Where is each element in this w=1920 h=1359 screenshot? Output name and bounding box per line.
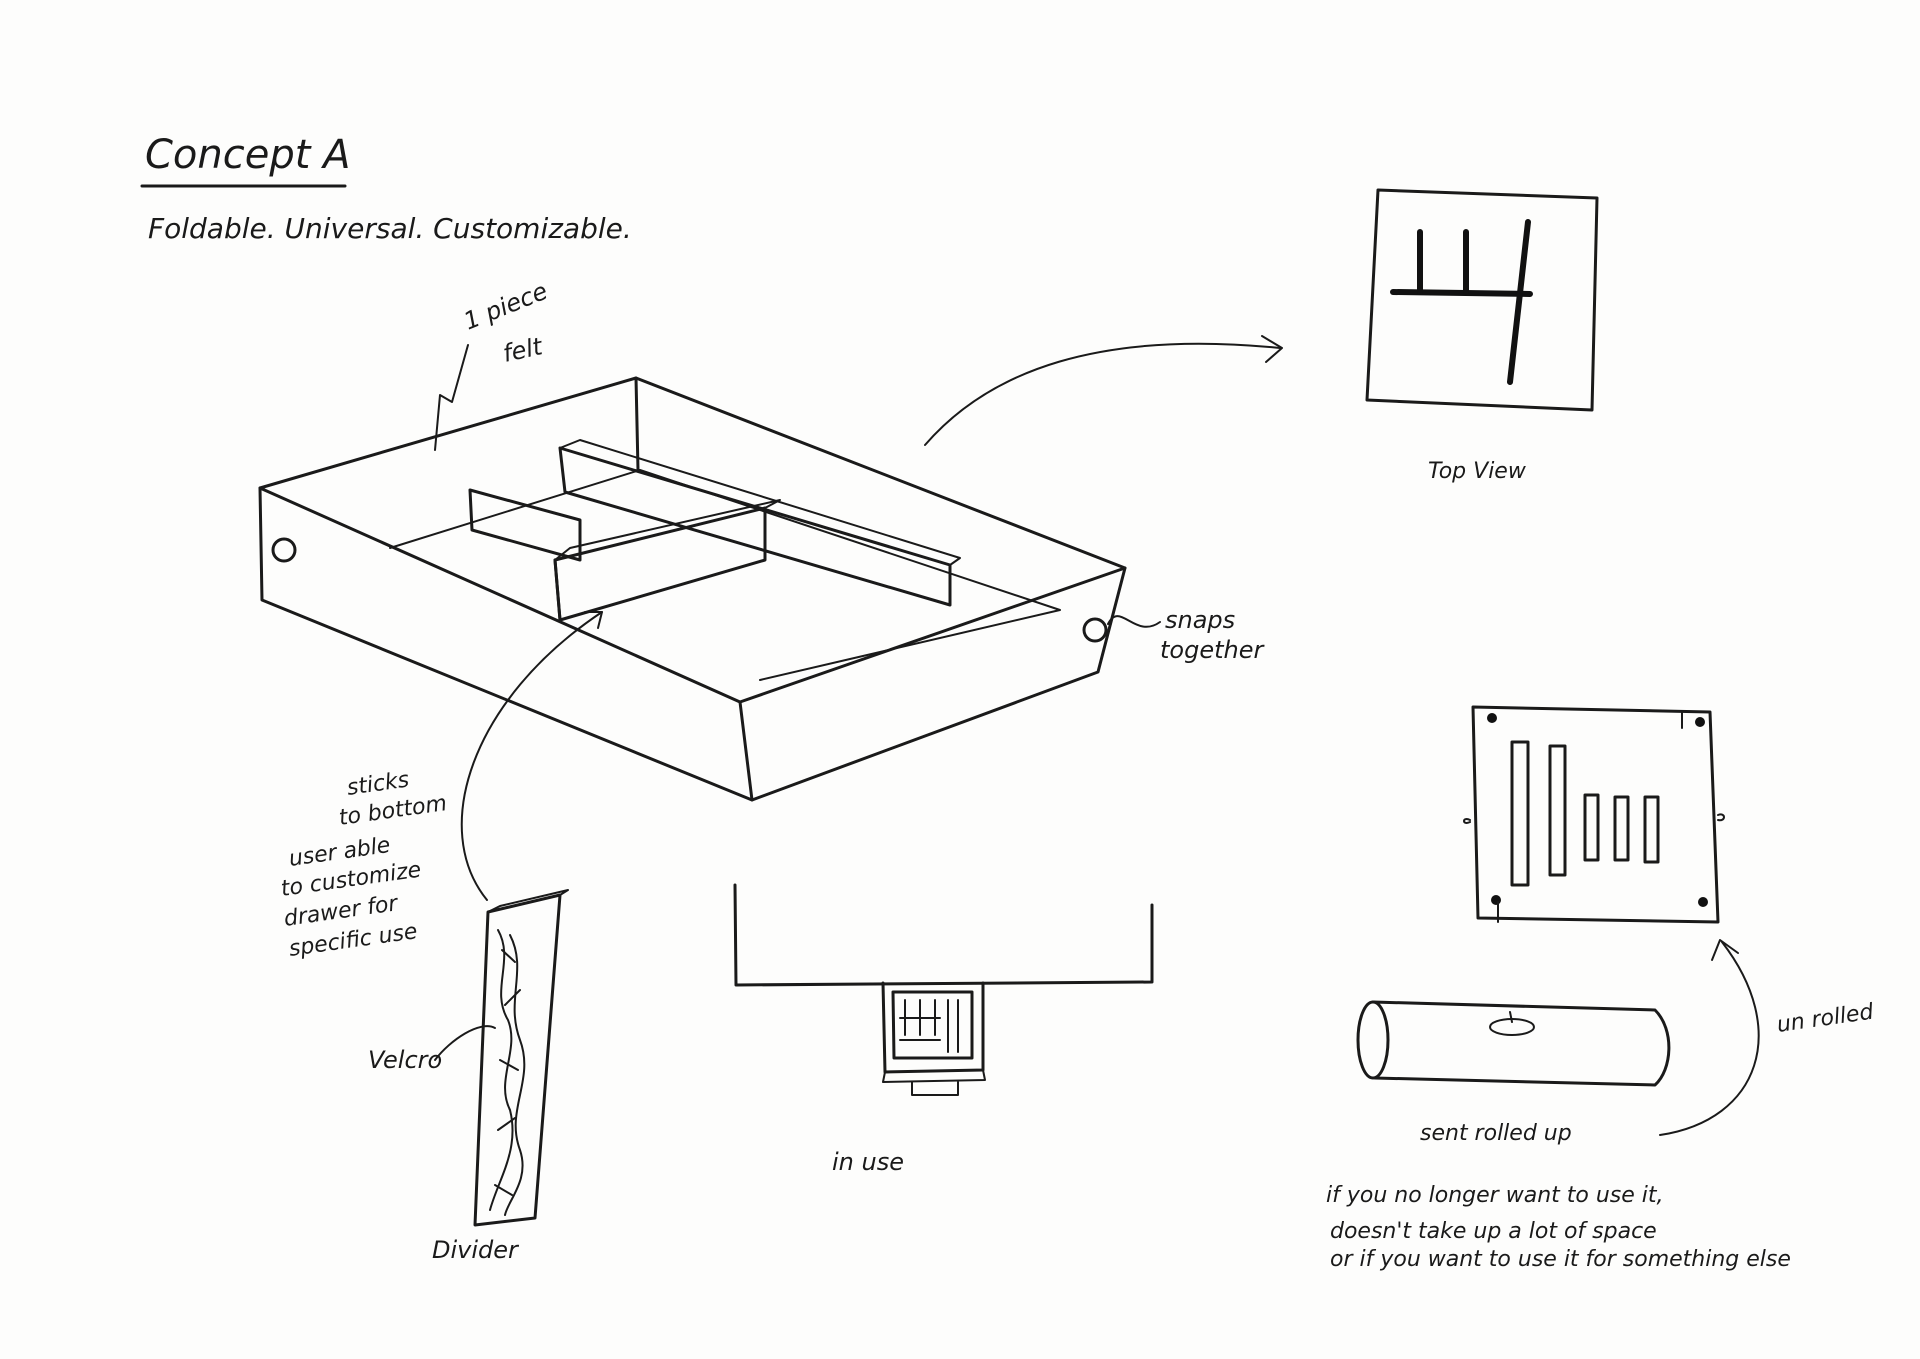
felt-label-line1: 1 piece	[460, 277, 552, 336]
sticks-label-line1: sticks	[345, 767, 410, 800]
tray-dividers	[468, 439, 961, 622]
unroll-arrow	[1659, 941, 1760, 1136]
divider-label: Divider	[432, 1236, 520, 1264]
reason-line1: if you no longer want to use it,	[1326, 1183, 1664, 1208]
concept-subtitle: Foldable. Universal. Customizable.	[148, 212, 632, 245]
unrolled-label: un rolled	[1775, 1000, 1876, 1038]
snaps-leader-line	[1107, 615, 1161, 628]
velcro-leader-line	[434, 1025, 496, 1061]
velcro-label: Velcro	[368, 1046, 442, 1074]
in-use-drawing	[733, 883, 1154, 1096]
unrolled-drawing	[1463, 705, 1725, 924]
top-view-drawing	[1365, 188, 1599, 412]
felt-tray-drawing	[258, 376, 1127, 802]
in-use-label: in use	[832, 1148, 904, 1176]
snap-right	[1082, 617, 1108, 643]
snap-left	[271, 537, 297, 563]
snaps-label-line2: together	[1160, 636, 1265, 664]
felt-leader-line	[434, 344, 469, 451]
divider-arrow	[460, 611, 603, 901]
top-view-label: Top View	[1428, 459, 1527, 484]
concept-title: Concept A	[145, 132, 351, 178]
snaps-label-line1: snaps	[1165, 606, 1235, 634]
reason-line2: doesn't take up a lot of space	[1330, 1219, 1657, 1244]
divider-drawing	[473, 889, 569, 1227]
reason-line3: or if you want to use it for something e…	[1330, 1247, 1791, 1272]
sent-rolled-up-label: sent rolled up	[1420, 1121, 1572, 1146]
top-view-arrow	[924, 342, 1281, 446]
rolled-up-drawing	[1356, 1000, 1671, 1087]
felt-label-line2: felt	[500, 332, 546, 368]
